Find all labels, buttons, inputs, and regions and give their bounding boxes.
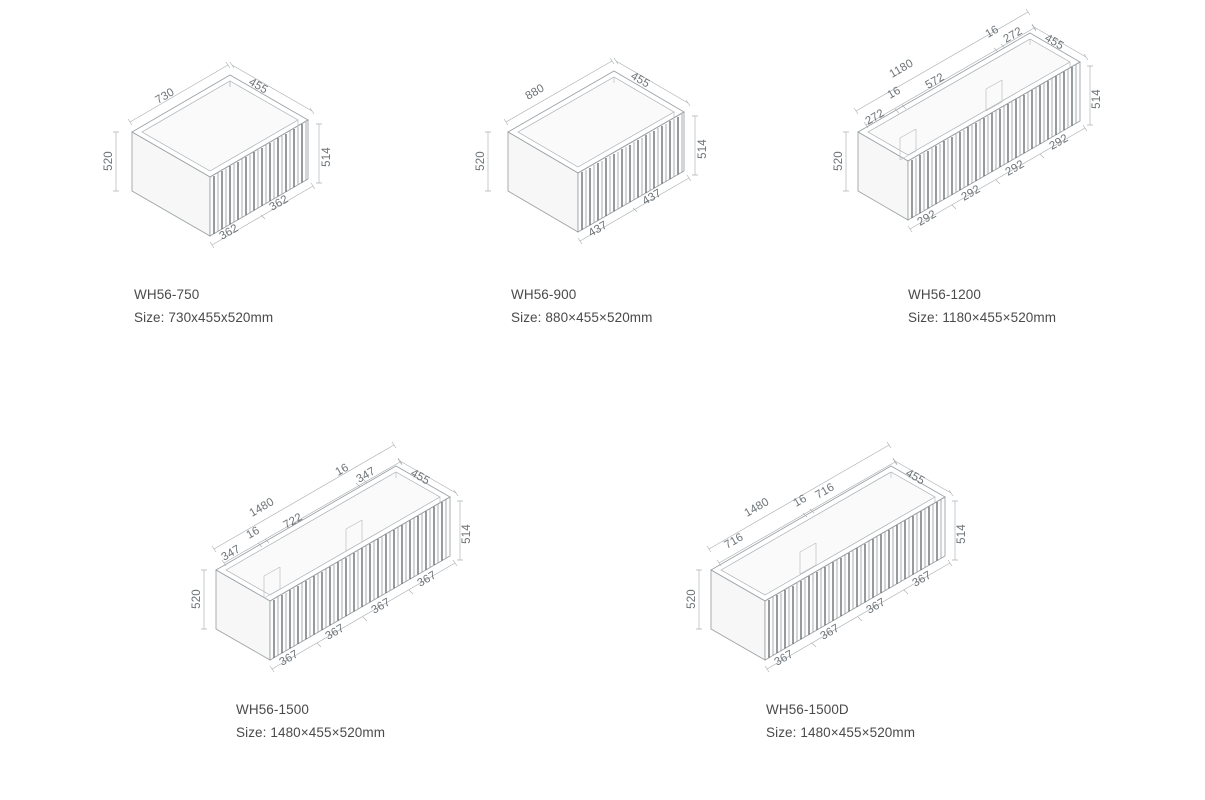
product-drawing-wh56-1500: 1480 455 347 16 722 16 347 520 <box>160 441 473 685</box>
dimension-height-520: 520 <box>475 131 491 192</box>
product-name: WH56-750 <box>134 287 200 302</box>
product-drawing-wh56-750: 730 455 520 514 <box>100 40 340 255</box>
dimension-text: 730 <box>154 86 177 106</box>
dimension-text: 520 <box>475 151 487 171</box>
dimension-text: 514 <box>956 524 968 544</box>
dimension-text: 514 <box>321 147 333 167</box>
dimension-text: 16 <box>334 462 351 479</box>
fluted-drawer-front <box>209 119 309 235</box>
product-name: WH56-1500D <box>766 702 849 717</box>
cabinet-body <box>215 465 451 661</box>
dimension-text: 514 <box>697 139 709 159</box>
dimension-front-height-514: 514 <box>692 115 709 176</box>
isometric-cabinet-wh56-1500: 1480 455 347 16 722 16 347 520 <box>191 441 473 673</box>
caption-wh56-900: WH56-900 Size: 880×455×520mm <box>511 287 653 326</box>
cabinet-body <box>710 465 946 661</box>
caption-wh56-750: WH56-750 Size: 730x455x520mm <box>134 287 273 326</box>
dimension-text: 514 <box>1091 89 1103 109</box>
dimension-text: 520 <box>833 151 845 171</box>
product-name: WH56-900 <box>511 287 577 302</box>
caption-wh56-1500d: WH56-1500D Size: 1480×455×520mm <box>766 702 915 741</box>
dimension-front-height-514: 514 <box>952 500 968 561</box>
product-name: WH56-1500 <box>236 702 309 717</box>
dimension-front-height-514: 514 <box>1087 65 1103 126</box>
dimension-height-520: 520 <box>103 131 119 192</box>
dimension-height-520: 520 <box>191 569 207 630</box>
dimension-height-520: 520 <box>686 569 702 630</box>
dimension-text: 520 <box>686 589 698 609</box>
dimension-text: 716 <box>723 531 746 551</box>
caption-wh56-1500: WH56-1500 Size: 1480×455×520mm <box>236 702 385 741</box>
isometric-cabinet-wh56-1500d: 1480 455 716 16 716 520 <box>686 441 968 673</box>
fluted-drawer-front <box>577 111 685 231</box>
fluted-drawer-front <box>907 61 1081 219</box>
product-size: Size: 1480×455×520mm <box>766 725 916 740</box>
product-size: Size: 730x455x520mm <box>134 310 274 325</box>
isometric-cabinet-wh56-900: 880 455 520 514 437 437 <box>475 57 709 245</box>
fluted-drawer-front <box>764 496 946 659</box>
product-name: WH56-1200 <box>908 287 981 302</box>
dimension-text: 514 <box>461 524 473 544</box>
dimension-text: 716 <box>814 481 837 501</box>
dimension-text: 880 <box>524 82 547 102</box>
cabinet-body <box>857 32 1081 221</box>
dimension-text: 16 <box>886 85 903 102</box>
dimension-text: 16 <box>984 24 1001 41</box>
dimension-text: 520 <box>103 151 115 171</box>
product-size: Size: 1480×455×520mm <box>236 725 386 740</box>
dimension-text: 520 <box>191 589 203 609</box>
dimension-text: 1480 <box>248 496 277 520</box>
cabinet-body <box>131 74 309 237</box>
dimension-text: 16 <box>245 525 262 542</box>
product-size: Size: 880×455×520mm <box>511 310 653 325</box>
product-drawing-wh56-1500d: 1480 455 716 16 716 520 <box>655 441 968 685</box>
product-drawing-wh56-900: 880 455 520 514 437 437 <box>472 40 712 255</box>
dimension-front-height-514: 514 <box>457 500 473 561</box>
dimension-text: 1480 <box>743 496 772 520</box>
cabinet-body <box>507 70 685 233</box>
dimension-text: 16 <box>792 493 809 510</box>
product-drawing-wh56-1200: 1180 455 272 16 572 16 272 520 <box>833 8 1103 255</box>
dimension-front-height-514: 514 <box>316 123 333 184</box>
fluted-drawer-front <box>269 496 451 659</box>
isometric-cabinet-wh56-1200: 1180 455 272 16 572 16 272 520 <box>833 8 1103 233</box>
isometric-cabinet-wh56-750: 730 455 520 514 <box>103 61 333 249</box>
dimension-text: 1180 <box>888 57 916 80</box>
dimension-height-520: 520 <box>833 131 849 192</box>
product-size: Size: 1180×455×520mm <box>908 310 1057 325</box>
caption-wh56-1200: WH56-1200 Size: 1180×455×520mm <box>908 287 1056 326</box>
